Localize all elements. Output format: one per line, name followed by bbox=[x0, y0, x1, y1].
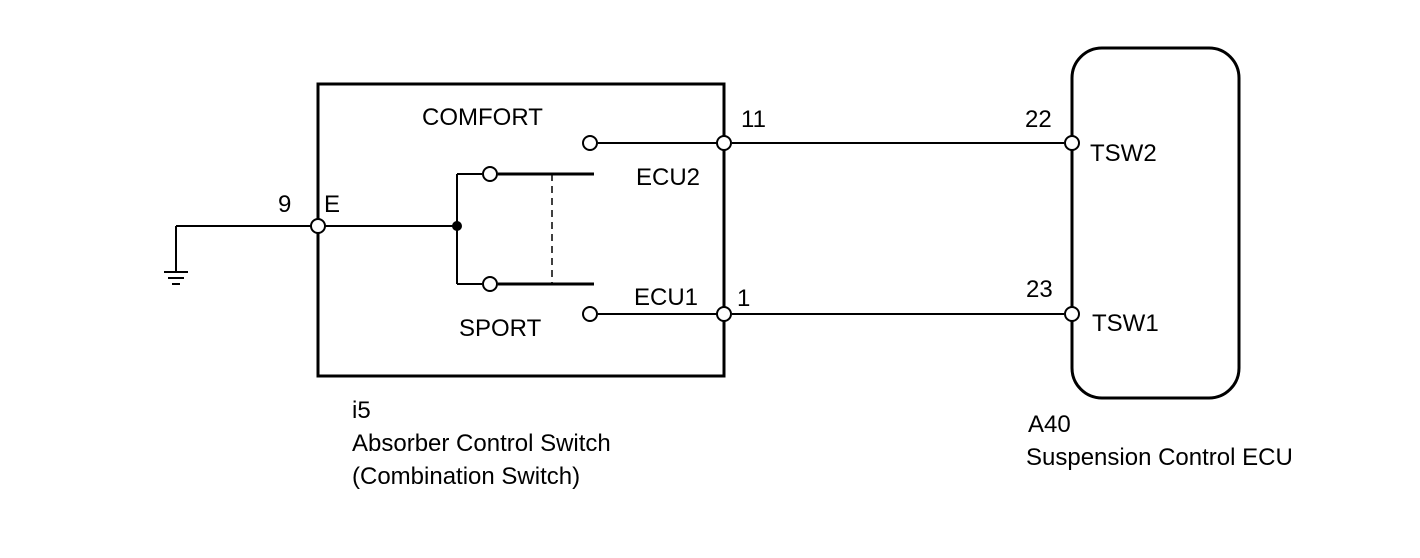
comfort-label: COMFORT bbox=[422, 104, 543, 131]
switch-contact-lower bbox=[482, 276, 498, 292]
pin-1-label: 1 bbox=[737, 285, 750, 312]
switch-contact-upper bbox=[482, 166, 498, 182]
ground-terminal-label: E bbox=[324, 191, 340, 218]
terminal-22 bbox=[1064, 135, 1080, 151]
switch-name: Absorber Control Switch bbox=[352, 430, 611, 457]
ecu2-label: ECU2 bbox=[636, 164, 700, 191]
pin-22-label: 22 bbox=[1025, 106, 1052, 133]
pin-9-label: 9 bbox=[278, 191, 291, 218]
ecu-connector-id: A40 bbox=[1028, 411, 1071, 438]
terminal-9 bbox=[310, 218, 326, 234]
sport-contact bbox=[582, 306, 598, 322]
terminal-11 bbox=[716, 135, 732, 151]
comfort-contact bbox=[582, 135, 598, 151]
switch-connector-id: i5 bbox=[352, 397, 371, 424]
switch-subname: (Combination Switch) bbox=[352, 463, 580, 490]
ecu-name: Suspension Control ECU bbox=[1026, 444, 1293, 471]
ecu1-label: ECU1 bbox=[634, 284, 698, 311]
sport-label: SPORT bbox=[459, 315, 542, 342]
tsw2-label: TSW2 bbox=[1090, 140, 1157, 167]
tsw1-label: TSW1 bbox=[1092, 310, 1159, 337]
ground-symbol bbox=[164, 226, 188, 285]
terminal-23 bbox=[1064, 306, 1080, 322]
terminal-1 bbox=[716, 306, 732, 322]
pin-11-label: 11 bbox=[741, 106, 766, 133]
junction-dot bbox=[452, 221, 462, 231]
pin-23-label: 23 bbox=[1026, 276, 1053, 303]
ecu-box-outline bbox=[1070, 46, 1241, 400]
